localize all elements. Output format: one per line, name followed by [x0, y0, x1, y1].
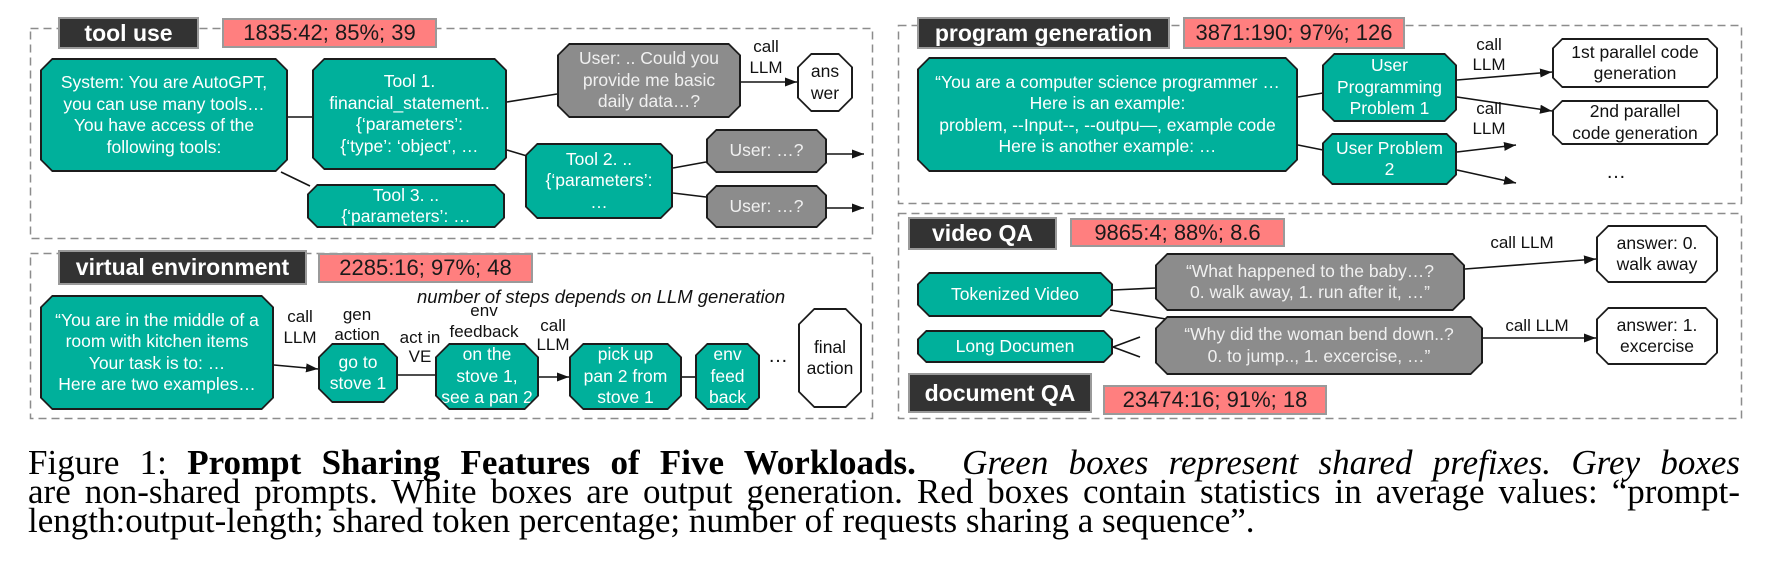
- edge-document-branch-upper: [1112, 336, 1141, 348]
- figure-caption: Figure 1: Prompt Sharing Features of Fiv…: [28, 445, 1740, 540]
- env-feedback-label: env feedback: [449, 301, 519, 341]
- problem2-text: User Problem 2: [1324, 135, 1456, 184]
- arrow-problem1-to-output1: [1456, 68, 1553, 81]
- tool1-box: Tool 1. financial_statement.. {‘paramete…: [312, 58, 507, 170]
- arrow-question1-to-answer1: [1464, 255, 1597, 270]
- pg-system-prompt-text: “You are a computer science programmer ……: [919, 59, 1297, 171]
- tool-use-system-prompt-box: System: You are AutoGPT, you can use man…: [40, 58, 288, 172]
- tool2-box: Tool 2. .. {‘parameters’: …: [525, 143, 673, 219]
- tokenized-video-text: Tokenized Video: [919, 274, 1112, 316]
- user-query-3-box: User: …?: [706, 185, 827, 228]
- ve-system-prompt-text: “You are in the middle of a room with ki…: [42, 297, 273, 409]
- answer1-text: answer: 0. walk away: [1598, 227, 1717, 282]
- tool1-text: Tool 1. financial_statement.. {‘paramete…: [314, 60, 506, 169]
- step2-text: on the stove 1, see a pan 2: [437, 345, 538, 409]
- document-qa-label: document QA: [908, 373, 1092, 413]
- user-query-text: User: .. Could you provide me basic dail…: [559, 45, 740, 117]
- ve-call-llm-label-1: call LLM: [283, 307, 317, 347]
- question2-text: “Why did the woman bend down..? 0. to ju…: [1157, 318, 1482, 374]
- edge-pg-prompt-to-problem1: [1297, 92, 1324, 98]
- tool2-text: Tool 2. .. {‘parameters’: …: [527, 145, 672, 218]
- vqa-call-llm-label-1: call LLM: [1490, 233, 1554, 252]
- pg-system-prompt-box: “You are a computer science programmer ……: [917, 57, 1298, 172]
- edge-system-to-tool3: [280, 171, 311, 187]
- arrow-ve-prompt-to-step1: [273, 363, 319, 373]
- program-generation-stats: 3871:190; 97%; 126: [1183, 17, 1405, 49]
- output2-box: 2nd parallel code generation: [1552, 100, 1718, 145]
- program-generation-label: program generation: [917, 17, 1170, 49]
- tool3-text: Tool 3. .. {‘parameters’: …: [309, 186, 504, 227]
- user-query-3-text: User: …?: [708, 187, 826, 227]
- step3-text: pick up pan 2 from stove 1: [571, 345, 681, 409]
- step4-box: env feed back: [695, 343, 760, 410]
- question2-box: “Why did the woman bend down..? 0. to ju…: [1155, 316, 1483, 375]
- arrow-problem1-to-output2: [1456, 96, 1553, 114]
- video-qa-stats: 9865:4; 88%; 8.6: [1070, 218, 1285, 247]
- caption-description-3: length:output-length; shared token perce…: [28, 501, 1255, 540]
- vqa-call-llm-label-2: call LLM: [1505, 316, 1569, 335]
- question1-box: “What happened to the baby…? 0. walk awa…: [1155, 253, 1465, 311]
- edge-video-to-question1: [1112, 287, 1157, 291]
- answer1-box: answer: 0. walk away: [1596, 225, 1718, 283]
- final-action-box: final action: [798, 308, 862, 408]
- problem2-box: User Problem 2: [1322, 133, 1457, 185]
- tool-use-call-llm-label: call LLM: [749, 37, 783, 77]
- problem1-text: User Programming Problem 1: [1324, 55, 1456, 121]
- step3-box: pick up pan 2 from stove 1: [569, 343, 682, 410]
- step2-box: on the stove 1, see a pan 2: [435, 343, 539, 410]
- edge-video-to-question2: [1109, 309, 1167, 320]
- pg-call-llm-label-1: call LLM: [1472, 35, 1506, 74]
- tool-use-stats: 1835:42; 85%; 39: [222, 18, 437, 48]
- act-in-ve-label: act in VE: [399, 328, 441, 366]
- edge-tool2-to-user-query-3: [672, 192, 707, 198]
- user-query-box: User: .. Could you provide me basic dail…: [557, 43, 741, 118]
- step1-text: go to stove 1: [320, 345, 397, 402]
- virtual-environment-stats: 2285:16; 97%; 48: [318, 253, 533, 283]
- edge-tool1-to-tool2: [506, 149, 528, 157]
- output1-box: 1st parallel code generation: [1552, 38, 1718, 88]
- user-query-2-text: User: …?: [708, 131, 826, 172]
- final-action-text: final action: [800, 310, 861, 407]
- arrow-problem2-out-1: [1456, 141, 1517, 153]
- answer2-text: answer: 1. excercise: [1598, 309, 1717, 364]
- question1-text: “What happened to the baby…? 0. walk awa…: [1157, 255, 1464, 310]
- pg-ellipsis: …: [1606, 161, 1626, 183]
- problem1-box: User Programming Problem 1: [1322, 53, 1457, 122]
- edge-tool2-to-user-query-2: [672, 161, 707, 169]
- user-query-2-box: User: …?: [706, 129, 827, 173]
- ve-ellipsis: …: [768, 345, 788, 367]
- caption-title: Prompt Sharing Features of Five Workload…: [187, 443, 916, 482]
- pg-call-llm-label-2: call LLM: [1472, 99, 1506, 138]
- tokenized-video-box: Tokenized Video: [917, 272, 1113, 317]
- caption-figure-label: Figure 1:: [28, 443, 167, 482]
- long-document-box: Long Documen: [917, 330, 1113, 363]
- caption-line-1: Figure 1: Prompt Sharing Features of Fiv…: [28, 445, 1740, 480]
- video-qa-label: video QA: [908, 217, 1057, 250]
- ve-call-llm-label-2: call LLM: [536, 316, 570, 354]
- tool-use-system-prompt-text: System: You are AutoGPT, you can use man…: [42, 60, 287, 171]
- edge-pg-prompt-to-problem2: [1297, 144, 1324, 151]
- caption-description-1: Green boxes represent shared prefixes. G…: [962, 443, 1741, 482]
- tool-use-panel: [29, 27, 874, 240]
- output1-text: 1st parallel code generation: [1554, 40, 1717, 87]
- edge-tool1-to-user-query: [506, 93, 558, 103]
- virtual-environment-label: virtual environment: [58, 250, 307, 285]
- tool-use-answer-text: ans wer: [799, 55, 852, 111]
- arrow-problem2-out-2: [1456, 169, 1517, 185]
- tool-use-label: tool use: [58, 17, 199, 49]
- tool-use-answer-box: ans wer: [797, 53, 853, 112]
- step1-box: go to stove 1: [318, 343, 398, 403]
- edge-document-branch-lower: [1112, 346, 1141, 358]
- output2-text: 2nd parallel code generation: [1554, 102, 1717, 144]
- steps-note: number of steps depends on LLM generatio…: [417, 286, 786, 307]
- caption-description-2: are non-shared prompts. White boxes are …: [28, 472, 1740, 511]
- step4-text: env feed back: [697, 345, 759, 409]
- tool3-box: Tool 3. .. {‘parameters’: …: [307, 184, 505, 228]
- long-document-text: Long Documen: [919, 332, 1112, 362]
- gen-action-label: gen action: [334, 305, 380, 344]
- ve-system-prompt-box: “You are in the middle of a room with ki…: [40, 295, 274, 410]
- document-qa-stats: 23474:16; 91%; 18: [1103, 385, 1327, 415]
- answer2-box: answer: 1. excercise: [1596, 307, 1718, 365]
- video-document-qa-panel: [897, 212, 1743, 420]
